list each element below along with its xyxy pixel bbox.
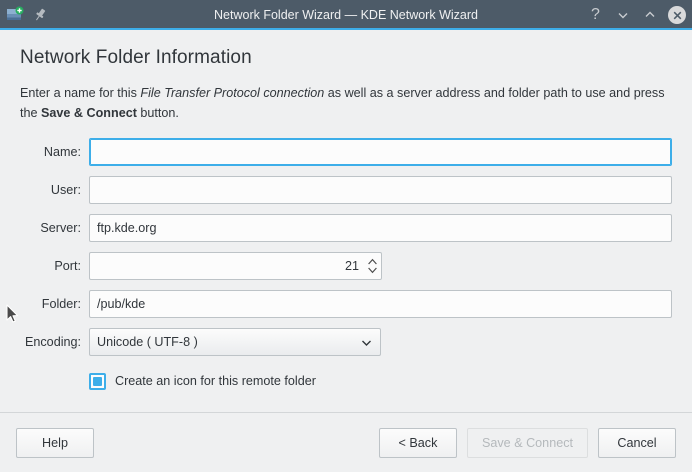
server-input[interactable]: ftp.kde.org (89, 214, 672, 242)
create-icon-checkbox[interactable] (89, 372, 106, 390)
dialog-actions: < Back Save & Connect Cancel (378, 427, 676, 458)
intro-part1: Enter a name for this (20, 86, 141, 100)
intro-part3: button. (136, 106, 179, 120)
cancel-button[interactable]: Cancel (598, 427, 676, 458)
window-controls: ? (587, 6, 686, 24)
form-row-port: Port: 21 (20, 252, 672, 280)
port-spinbox[interactable]: 21 (89, 252, 382, 280)
folder-label: Folder: (41, 297, 81, 311)
chevron-down-icon[interactable] (614, 7, 631, 24)
encoding-label: Encoding: (24, 335, 81, 349)
create-icon-checkbox-row[interactable]: Create an icon for this remote folder (89, 368, 672, 394)
form-row-encoding: Encoding: Unicode ( UTF-8 ) (20, 328, 672, 356)
chevron-down-icon[interactable] (360, 336, 373, 349)
intro-part2: as well as a server address and folder p… (20, 86, 665, 120)
folder-input[interactable]: /pub/kde (89, 290, 672, 318)
port-label: Port: (54, 259, 81, 273)
name-input[interactable] (89, 138, 672, 166)
chevron-up-icon[interactable] (641, 7, 658, 24)
create-icon-checkbox-label: Create an icon for this remote folder (115, 374, 316, 388)
page-title: Network Folder Information (20, 47, 252, 68)
intro-emphasis: File Transfer Protocol connection (140, 86, 325, 100)
titlebar: Network Folder Wizard — KDE Network Wiza… (0, 0, 692, 30)
form-row-user: User: (20, 176, 672, 204)
form-row-name: Name: (20, 138, 672, 166)
spinner-arrows-icon[interactable] (365, 255, 379, 277)
help-icon[interactable]: ? (591, 6, 600, 23)
pin-icon[interactable] (32, 7, 48, 23)
server-label: Server: (40, 221, 81, 235)
titlebar-left-icons (6, 6, 48, 24)
back-button[interactable]: < Back (378, 427, 457, 458)
user-label: User: (50, 183, 81, 197)
encoding-value: Unicode ( UTF-8 ) (97, 335, 198, 349)
form-row-server: Server: ftp.kde.org (20, 214, 672, 242)
checkbox-check-fill (93, 376, 102, 386)
wizard-content: Network Folder Information Enter a name … (0, 47, 692, 394)
network-folder-form: Name: User: Server: ftp.kde.org Port: 21 (20, 138, 672, 394)
save-and-connect-button: Save & Connect (466, 427, 588, 458)
close-icon[interactable] (668, 6, 686, 24)
form-row-folder: Folder: /pub/kde (20, 290, 672, 318)
port-value: 21 (344, 259, 359, 273)
user-input[interactable] (89, 176, 672, 204)
active-window-accent (0, 28, 692, 30)
intro-text: Enter a name for this File Transfer Prot… (20, 83, 672, 123)
dialog-button-bar: Help < Back Save & Connect Cancel (0, 412, 692, 472)
name-label: Name: (43, 145, 81, 159)
intro-strong: Save & Connect (41, 106, 137, 120)
network-folder-add-icon (6, 6, 24, 24)
help-button[interactable]: Help (16, 427, 94, 458)
encoding-select[interactable]: Unicode ( UTF-8 ) (89, 328, 381, 356)
